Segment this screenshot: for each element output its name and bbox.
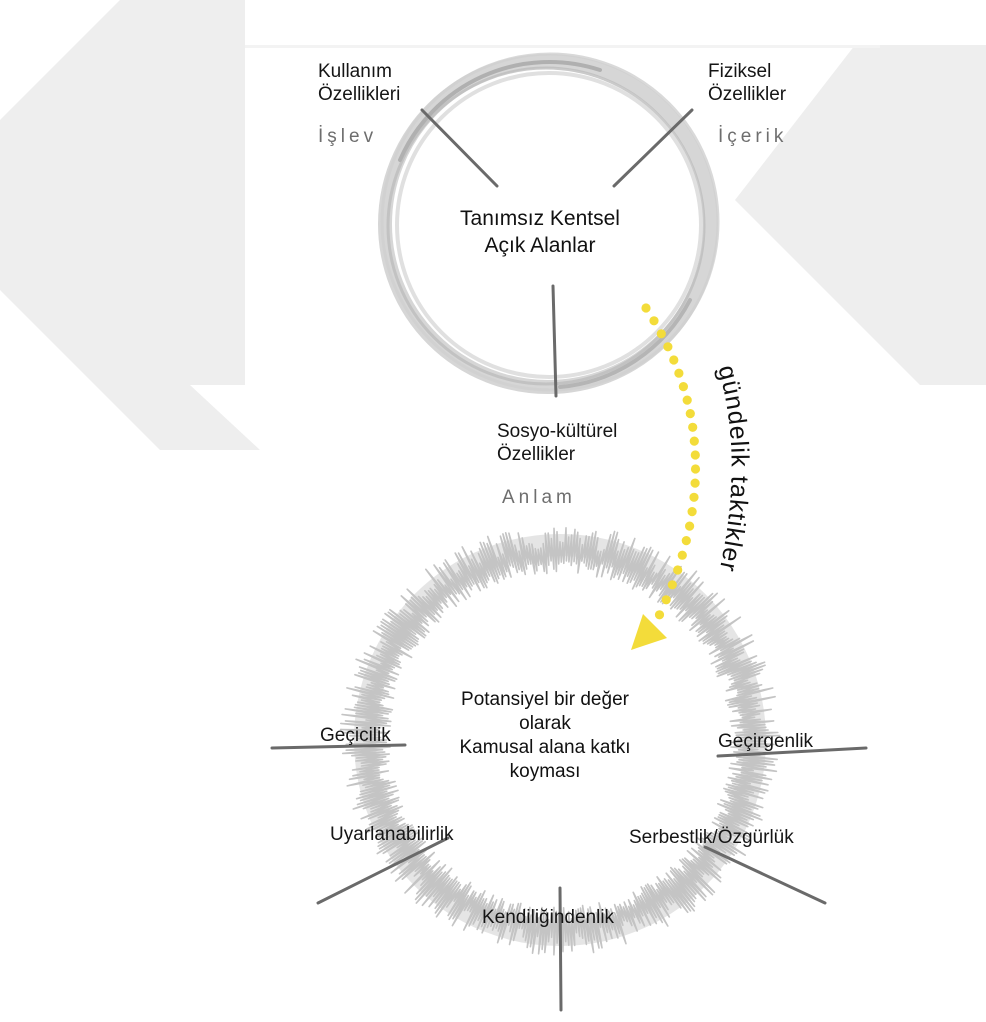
scribble-stroke (339, 527, 781, 956)
connector-dot (661, 595, 671, 605)
watermark-chevrons (0, 0, 986, 450)
connector-dot (689, 436, 699, 446)
term-icerik: İçerik (718, 126, 788, 147)
quality-kendiligindenlik: Kendiliğindenlik (482, 907, 615, 928)
connector-dot (681, 536, 691, 546)
connector-dot (641, 303, 651, 313)
watermark-bar-top (245, 45, 880, 48)
connector-dot (654, 610, 665, 620)
top-circle-title: Tanımsız Kentsel Açık Alanlar (420, 205, 660, 259)
spoke-gecicilik (270, 743, 407, 750)
connector-dot (690, 464, 701, 474)
term-anlam: Anlam (502, 487, 576, 508)
label-kullanim-line1: Kullanım (318, 61, 392, 82)
bottom-circle-title-line3: Kamusal alana katkı (459, 737, 631, 758)
term-islev: İşlev (318, 126, 378, 147)
bottom-circle-title: Potansiyel bir değer olarak Kamusal alan… (425, 688, 665, 784)
connector-dot (673, 565, 683, 575)
connector-label: gündelik taktikler (712, 362, 753, 574)
quality-uyarlanabilirlik: Uyarlanabilirlik (330, 824, 454, 845)
connector-dot (663, 342, 673, 352)
connector-dot (682, 395, 692, 405)
spoke-islev (420, 108, 499, 188)
connector-dot (689, 492, 699, 502)
spoke-anlam (551, 284, 558, 398)
connector-dots (641, 303, 701, 635)
connector-dot (690, 450, 700, 460)
bottom-circle-title-line2: olarak (519, 713, 571, 734)
label-kullanim-line2: Özellikleri (318, 84, 401, 105)
connector-dot (674, 368, 684, 378)
connector-dot (690, 478, 700, 488)
connector-dot (685, 409, 695, 419)
connector-dot (687, 507, 697, 517)
connector-dot (677, 550, 687, 560)
label-sosyo-line1: Sosyo-kültürel (497, 421, 618, 442)
quality-serbestlik: Serbestlik/Özgürlük (629, 827, 794, 848)
label-sosyo-line2: Özellikler (497, 444, 576, 465)
connector-dot (669, 355, 679, 365)
top-circle-spokes (420, 108, 694, 398)
watermark-chevron-right (735, 45, 986, 385)
connector-arrowhead (631, 614, 667, 650)
connector-dot (678, 382, 689, 392)
quality-gecicilik: Geçicilik (320, 725, 391, 746)
label-fiziksel-line1: Fiziksel (708, 61, 772, 82)
label-fiziksel-ozellikler: Fiziksel Özellikler (708, 60, 786, 106)
bottom-circle-title-line4: koyması (509, 761, 581, 782)
bottom-circle-title-line1: Potansiyel bir değer (461, 689, 629, 710)
connector-dot (656, 329, 666, 339)
spoke-kendiligindenlik (558, 886, 563, 1012)
connector-dot (667, 580, 677, 590)
spoke-gecirgenlik (716, 746, 868, 758)
spoke-icerik (612, 108, 694, 188)
spoke-uyarlanabilirlik (316, 836, 450, 905)
top-circle-ring (378, 52, 720, 394)
connector-dot (688, 422, 698, 432)
spoke-serbestlik (703, 845, 827, 905)
connector-dot (685, 521, 695, 531)
bottom-circle-spokes (270, 743, 868, 1012)
label-sosyo-kulturel: Sosyo-kültürel Özellikler (497, 420, 617, 466)
connector-dot (649, 316, 659, 326)
quality-gecirgenlik: Geçirgenlik (718, 731, 814, 752)
label-kullanim-ozellikleri: Kullanım Özellikleri (318, 60, 400, 106)
label-fiziksel-line2: Özellikler (708, 84, 787, 105)
watermark-chevron-left (0, 0, 260, 450)
top-circle-title-line2: Açık Alanlar (484, 234, 596, 257)
top-circle-title-line1: Tanımsız Kentsel (460, 207, 620, 230)
